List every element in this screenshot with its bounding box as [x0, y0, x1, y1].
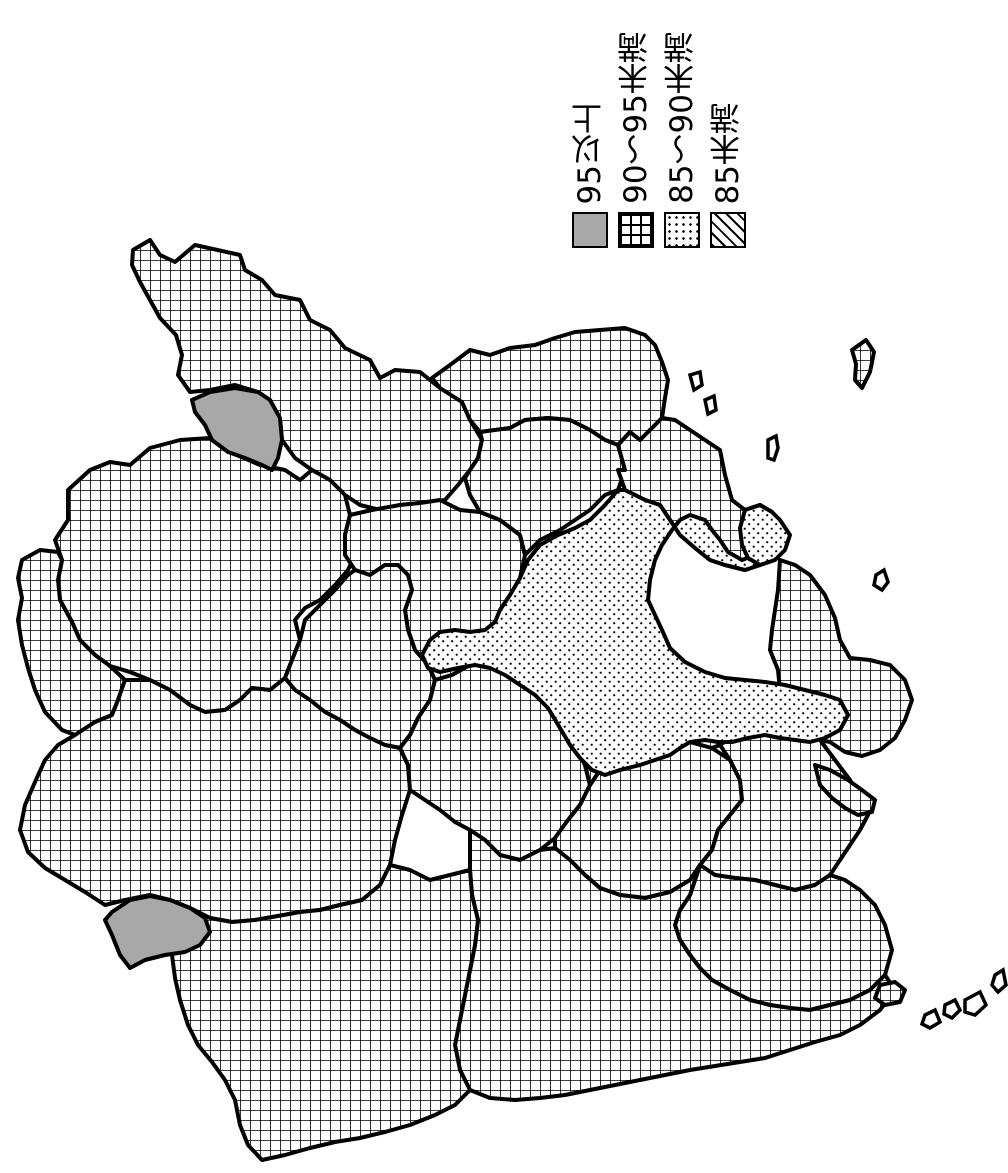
map-islands: [687, 369, 1008, 1030]
island: [963, 989, 989, 1017]
map-region: [850, 338, 876, 390]
island: [990, 967, 1008, 995]
legend-swatch-dots: [664, 212, 700, 248]
map-region: [168, 863, 480, 1162]
legend-swatch-gray: [572, 212, 608, 248]
legend-item-85-below: 85未満: [704, 0, 752, 258]
island: [687, 369, 704, 393]
map-region: [463, 416, 627, 557]
island: [702, 393, 718, 417]
map-region: [130, 238, 484, 512]
legend: (%) 95以上 90～95未満 85～90未満 85未満: [560, 0, 780, 260]
island: [872, 567, 890, 593]
legend-label: 95以上: [572, 102, 608, 204]
legend-label: 90～95未満: [618, 32, 654, 204]
map-region-gray: [103, 894, 212, 970]
legend-label: 85～90未満: [664, 32, 700, 204]
map-region-dotted: [738, 503, 792, 567]
legend-item-90-95: 90～95未満: [612, 0, 660, 258]
legend-item-95-plus: 95以上: [566, 0, 614, 258]
island: [942, 997, 963, 1021]
legend-item-85-90: 85～90未満: [658, 0, 706, 258]
map-region: [813, 763, 877, 817]
island: [919, 1007, 943, 1030]
legend-label: 85未満: [710, 102, 746, 204]
map-regions-dotted: [420, 488, 850, 777]
map-region: [873, 980, 907, 1007]
map-region: [18, 676, 412, 924]
island: [766, 433, 780, 463]
map-region-gray: [190, 386, 284, 472]
legend-swatch-grid: [618, 212, 654, 248]
legend-swatch-hatch: [710, 212, 746, 248]
map-regions-gray: [103, 386, 284, 970]
